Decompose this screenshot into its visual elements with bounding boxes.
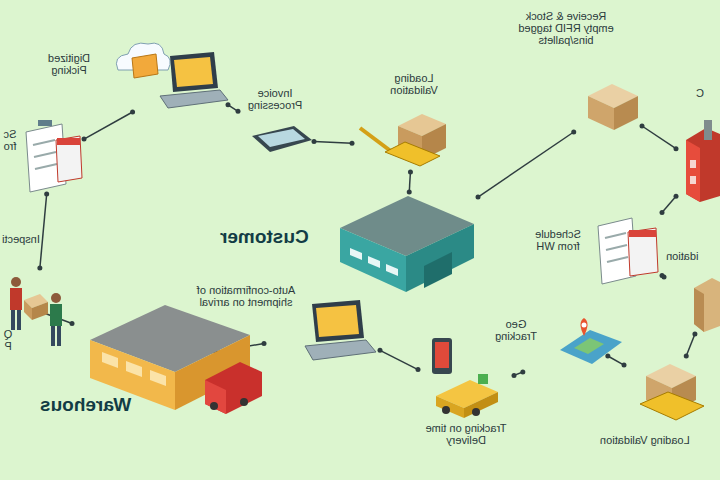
flow-step: Schedule from WH bbox=[528, 212, 662, 288]
flow-step: Warehous bbox=[38, 300, 264, 420]
flow-step: Tracking on time Delivery bbox=[418, 332, 514, 460]
step-label: Loading Validation bbox=[382, 72, 446, 96]
pallet-jack-icon bbox=[360, 114, 446, 166]
connector-dot bbox=[476, 195, 481, 200]
cloud-folder-icon bbox=[116, 43, 170, 78]
flow-connector bbox=[512, 370, 526, 378]
step-label: Schedule from WH bbox=[528, 228, 588, 252]
flow-connector bbox=[640, 124, 679, 152]
flow-connector bbox=[660, 273, 667, 279]
connector-dot bbox=[350, 141, 355, 146]
connector-dot bbox=[407, 190, 412, 195]
truck-icon bbox=[436, 374, 498, 418]
step-label: Q P bbox=[1, 328, 15, 352]
step-label: Loading Validation bbox=[600, 434, 690, 446]
clipboard-icon bbox=[598, 218, 658, 284]
workers-icon bbox=[10, 277, 62, 346]
flow-connector bbox=[226, 102, 241, 114]
connector-dot bbox=[378, 348, 383, 353]
flow-step: Sc fro bbox=[0, 120, 84, 194]
connector-line bbox=[642, 126, 676, 149]
flow-step: Digitized Picking bbox=[36, 40, 228, 112]
flow-step: Loading Validation bbox=[352, 70, 452, 172]
connector-dot bbox=[662, 274, 667, 279]
connector-line bbox=[84, 112, 133, 139]
flow-step: Q P bbox=[0, 268, 72, 360]
connector-dot bbox=[571, 130, 576, 135]
connector-dot bbox=[520, 370, 525, 375]
step-label: Digitized Picking bbox=[38, 52, 100, 76]
connector-dot bbox=[37, 266, 42, 271]
connector-dot bbox=[70, 321, 75, 326]
pallet-jack-icon bbox=[640, 364, 704, 420]
flow-connector bbox=[684, 332, 698, 359]
flow-connector bbox=[378, 348, 421, 372]
connector-dot bbox=[416, 367, 421, 372]
flow-step: C bbox=[676, 84, 720, 204]
flow-step: Invoice Processing bbox=[238, 86, 314, 158]
step-label: Sc fro bbox=[1, 128, 19, 152]
connector-line bbox=[314, 141, 352, 143]
step-label: Receive & Stock empty RFID tagged bins/p… bbox=[512, 10, 620, 46]
step-label: idation bbox=[666, 250, 698, 262]
connector-dot bbox=[130, 110, 135, 115]
connector-dot bbox=[236, 109, 241, 114]
laptop-icon bbox=[305, 300, 376, 360]
connector-dot bbox=[622, 363, 627, 368]
flow-connector bbox=[476, 130, 577, 200]
connector-dot bbox=[605, 354, 610, 359]
factory-icon bbox=[686, 120, 720, 202]
phone-icon bbox=[432, 338, 452, 374]
flow-connector bbox=[312, 139, 355, 146]
connector-dot bbox=[660, 210, 665, 215]
flow-connector bbox=[82, 110, 136, 142]
step-label: Auto-confirmation of shipment on arrival bbox=[190, 284, 302, 308]
connector-line bbox=[40, 194, 47, 268]
connector-dot bbox=[692, 332, 697, 337]
connector-line bbox=[409, 172, 410, 192]
connector-dot bbox=[640, 124, 645, 129]
connector-dot bbox=[674, 146, 679, 151]
connector-dot bbox=[312, 139, 317, 144]
connector-dot bbox=[512, 373, 517, 378]
flow-step: Loading Validation bbox=[598, 356, 720, 450]
flow-step: Customer bbox=[218, 192, 478, 294]
flow-connector bbox=[37, 192, 49, 271]
connector-line bbox=[380, 350, 418, 369]
connector-line bbox=[478, 132, 574, 197]
connector-dot bbox=[684, 354, 689, 359]
flow-connector bbox=[605, 354, 626, 368]
connector-dot bbox=[262, 341, 267, 346]
flow-connector bbox=[407, 170, 413, 195]
connector-dot bbox=[226, 102, 231, 107]
step-label: Tracking on time Delivery bbox=[420, 422, 512, 446]
flow-step: idation bbox=[664, 248, 720, 334]
step-label: Geo Tracking bbox=[486, 318, 546, 342]
flow-step: Geo Tracking bbox=[484, 314, 624, 372]
step-label: C bbox=[696, 87, 704, 99]
flow-connector bbox=[660, 194, 679, 215]
connector-line bbox=[662, 196, 676, 212]
connector-line bbox=[686, 334, 695, 356]
clipboard-icon bbox=[26, 120, 82, 192]
connector-dot bbox=[82, 137, 87, 142]
tablet-icon bbox=[252, 126, 312, 152]
box-stack-icon bbox=[694, 278, 720, 332]
map-icon bbox=[560, 318, 622, 364]
place-title: Warehous bbox=[40, 394, 131, 416]
box-stack-icon bbox=[588, 84, 638, 130]
connector-dot bbox=[408, 170, 413, 175]
step-label: Invoice Processing bbox=[239, 87, 311, 111]
place-title: Customer bbox=[220, 226, 309, 248]
connector-dot bbox=[44, 192, 49, 197]
connector-dot bbox=[674, 194, 679, 199]
customer-building bbox=[340, 196, 474, 292]
laptop-icon bbox=[160, 52, 228, 108]
step-label: Inspecti bbox=[2, 233, 40, 245]
connector-line bbox=[608, 356, 624, 365]
flow-step: Receive & Stock empty RFID tagged bins/p… bbox=[512, 8, 642, 132]
flow-step: Auto-confirmation of shipment on arrival bbox=[188, 282, 380, 364]
